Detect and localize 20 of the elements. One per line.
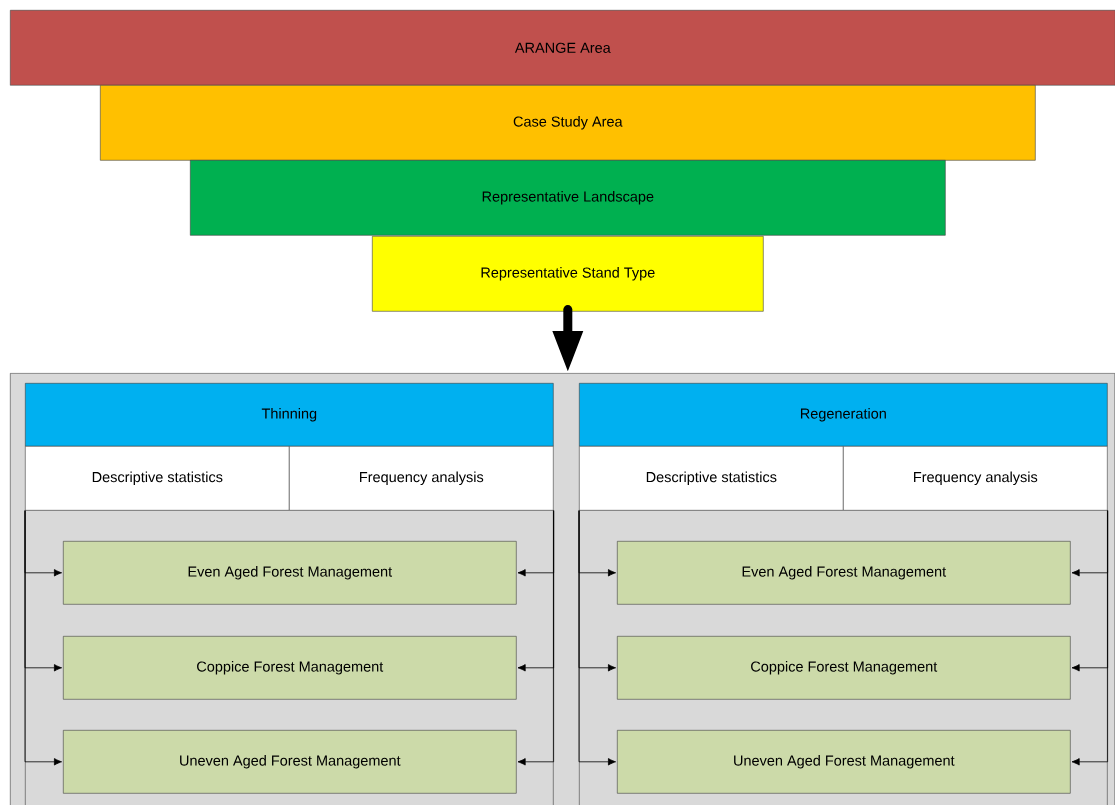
management-box: Coppice Forest Management	[63, 636, 517, 700]
management-box: Even Aged Forest Management	[63, 541, 517, 605]
header-bar: Thinning	[25, 383, 554, 447]
arrow	[24, 510, 62, 766]
arrow	[578, 510, 616, 766]
method-cell: Frequency analysis	[289, 446, 554, 511]
header-bar: Regeneration	[579, 383, 1108, 447]
method-cell: Frequency analysis	[843, 446, 1108, 511]
management-box: Uneven Aged Forest Management	[617, 730, 1071, 794]
management-box: Uneven Aged Forest Management	[63, 730, 517, 794]
arrow	[517, 510, 554, 766]
level-band: Case Study Area	[100, 85, 1036, 161]
method-cell: Descriptive statistics	[25, 446, 290, 511]
level-band: Representative Stand Type	[372, 236, 764, 312]
level-band: ARANGE Area	[10, 10, 1115, 86]
management-box: Coppice Forest Management	[617, 636, 1071, 700]
arrow	[1071, 510, 1108, 766]
method-cell: Descriptive statistics	[579, 446, 844, 511]
management-box: Even Aged Forest Management	[617, 541, 1071, 605]
level-band: Representative Landscape	[190, 160, 946, 236]
